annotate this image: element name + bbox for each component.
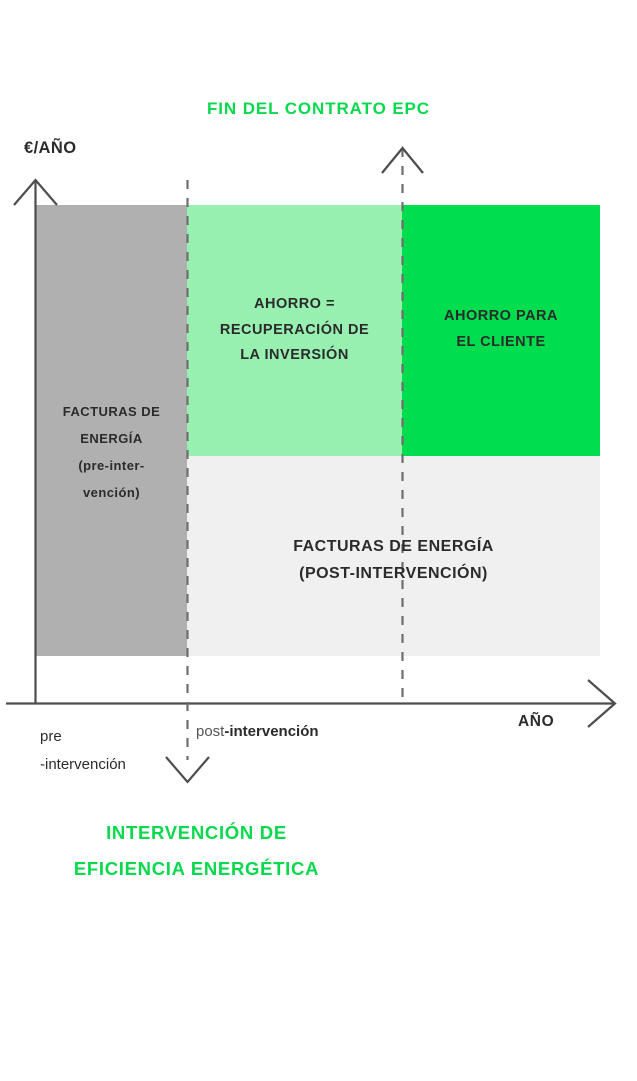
label-post-line-2: (POST-INTERVENCIÓN) bbox=[299, 565, 488, 582]
label-recovery-line-2: RECUPERACIÓN DE bbox=[219, 321, 370, 338]
region-ahorro-recuperacion-inversion bbox=[187, 205, 402, 456]
fin-contrato-up-arrowhead bbox=[381, 146, 424, 174]
x-axis-arrowhead bbox=[587, 679, 617, 728]
region-facturas-energia-pre-intervencion bbox=[36, 205, 187, 656]
label-pre-line-4: vención) bbox=[82, 485, 141, 500]
label-client-line-1: AHORRO PARA bbox=[444, 308, 558, 324]
label-client-line-2: EL CLIENTE bbox=[456, 333, 546, 350]
label-recovery-line-1: AHORRO = bbox=[254, 296, 335, 312]
x-tick-post-light: post bbox=[196, 723, 225, 740]
label-ahorro-cliente: AHORRO PARA EL CLIENTE bbox=[402, 304, 600, 355]
x-tick-pre-line-1: pre bbox=[40, 728, 62, 745]
y-axis-arrowhead bbox=[13, 178, 58, 206]
chart-title-fin-contrato-epc: FIN DEL CONTRATO EPC bbox=[207, 99, 430, 118]
label-recovery-line-3: LA INVERSIÓN bbox=[240, 347, 349, 363]
label-post-line-1: FACTURAS DE ENERGÍA bbox=[293, 538, 494, 555]
caption-line-2: EFICIENCIA ENERGÉTICA bbox=[73, 858, 320, 879]
caption-line-1: INTERVENCIÓN DE bbox=[106, 822, 287, 843]
y-axis-label: €/AÑO bbox=[24, 139, 77, 157]
label-ahorro-recuperacion: AHORRO = RECUPERACIÓN DE LA INVERSIÓN bbox=[187, 292, 402, 369]
label-pre-line-2: ENERGÍA bbox=[80, 431, 143, 446]
label-pre-line-3: (pre-inter- bbox=[78, 458, 145, 473]
x-tick-pre-intervencion: pre -intervención bbox=[40, 723, 190, 779]
x-tick-post-intervencion: post-intervención bbox=[196, 723, 396, 740]
x-axis-label: AÑO bbox=[518, 713, 555, 730]
x-tick-post-strong: -intervención bbox=[224, 723, 319, 740]
x-tick-pre-line-2: -intervención bbox=[40, 756, 126, 773]
label-facturas-energia-pre: FACTURAS DE ENERGÍA (pre-inter- vención) bbox=[36, 398, 187, 506]
label-facturas-energia-post: FACTURAS DE ENERGÍA (POST-INTERVENCIÓN) bbox=[187, 533, 600, 587]
chart-caption-intervencion-eficiencia: INTERVENCIÓN DE EFICIENCIA ENERGÉTICA bbox=[0, 815, 393, 887]
region-ahorro-para-el-cliente bbox=[402, 205, 600, 456]
label-pre-line-1: FACTURAS DE bbox=[62, 404, 161, 419]
region-facturas-energia-post-intervencion bbox=[187, 456, 600, 656]
